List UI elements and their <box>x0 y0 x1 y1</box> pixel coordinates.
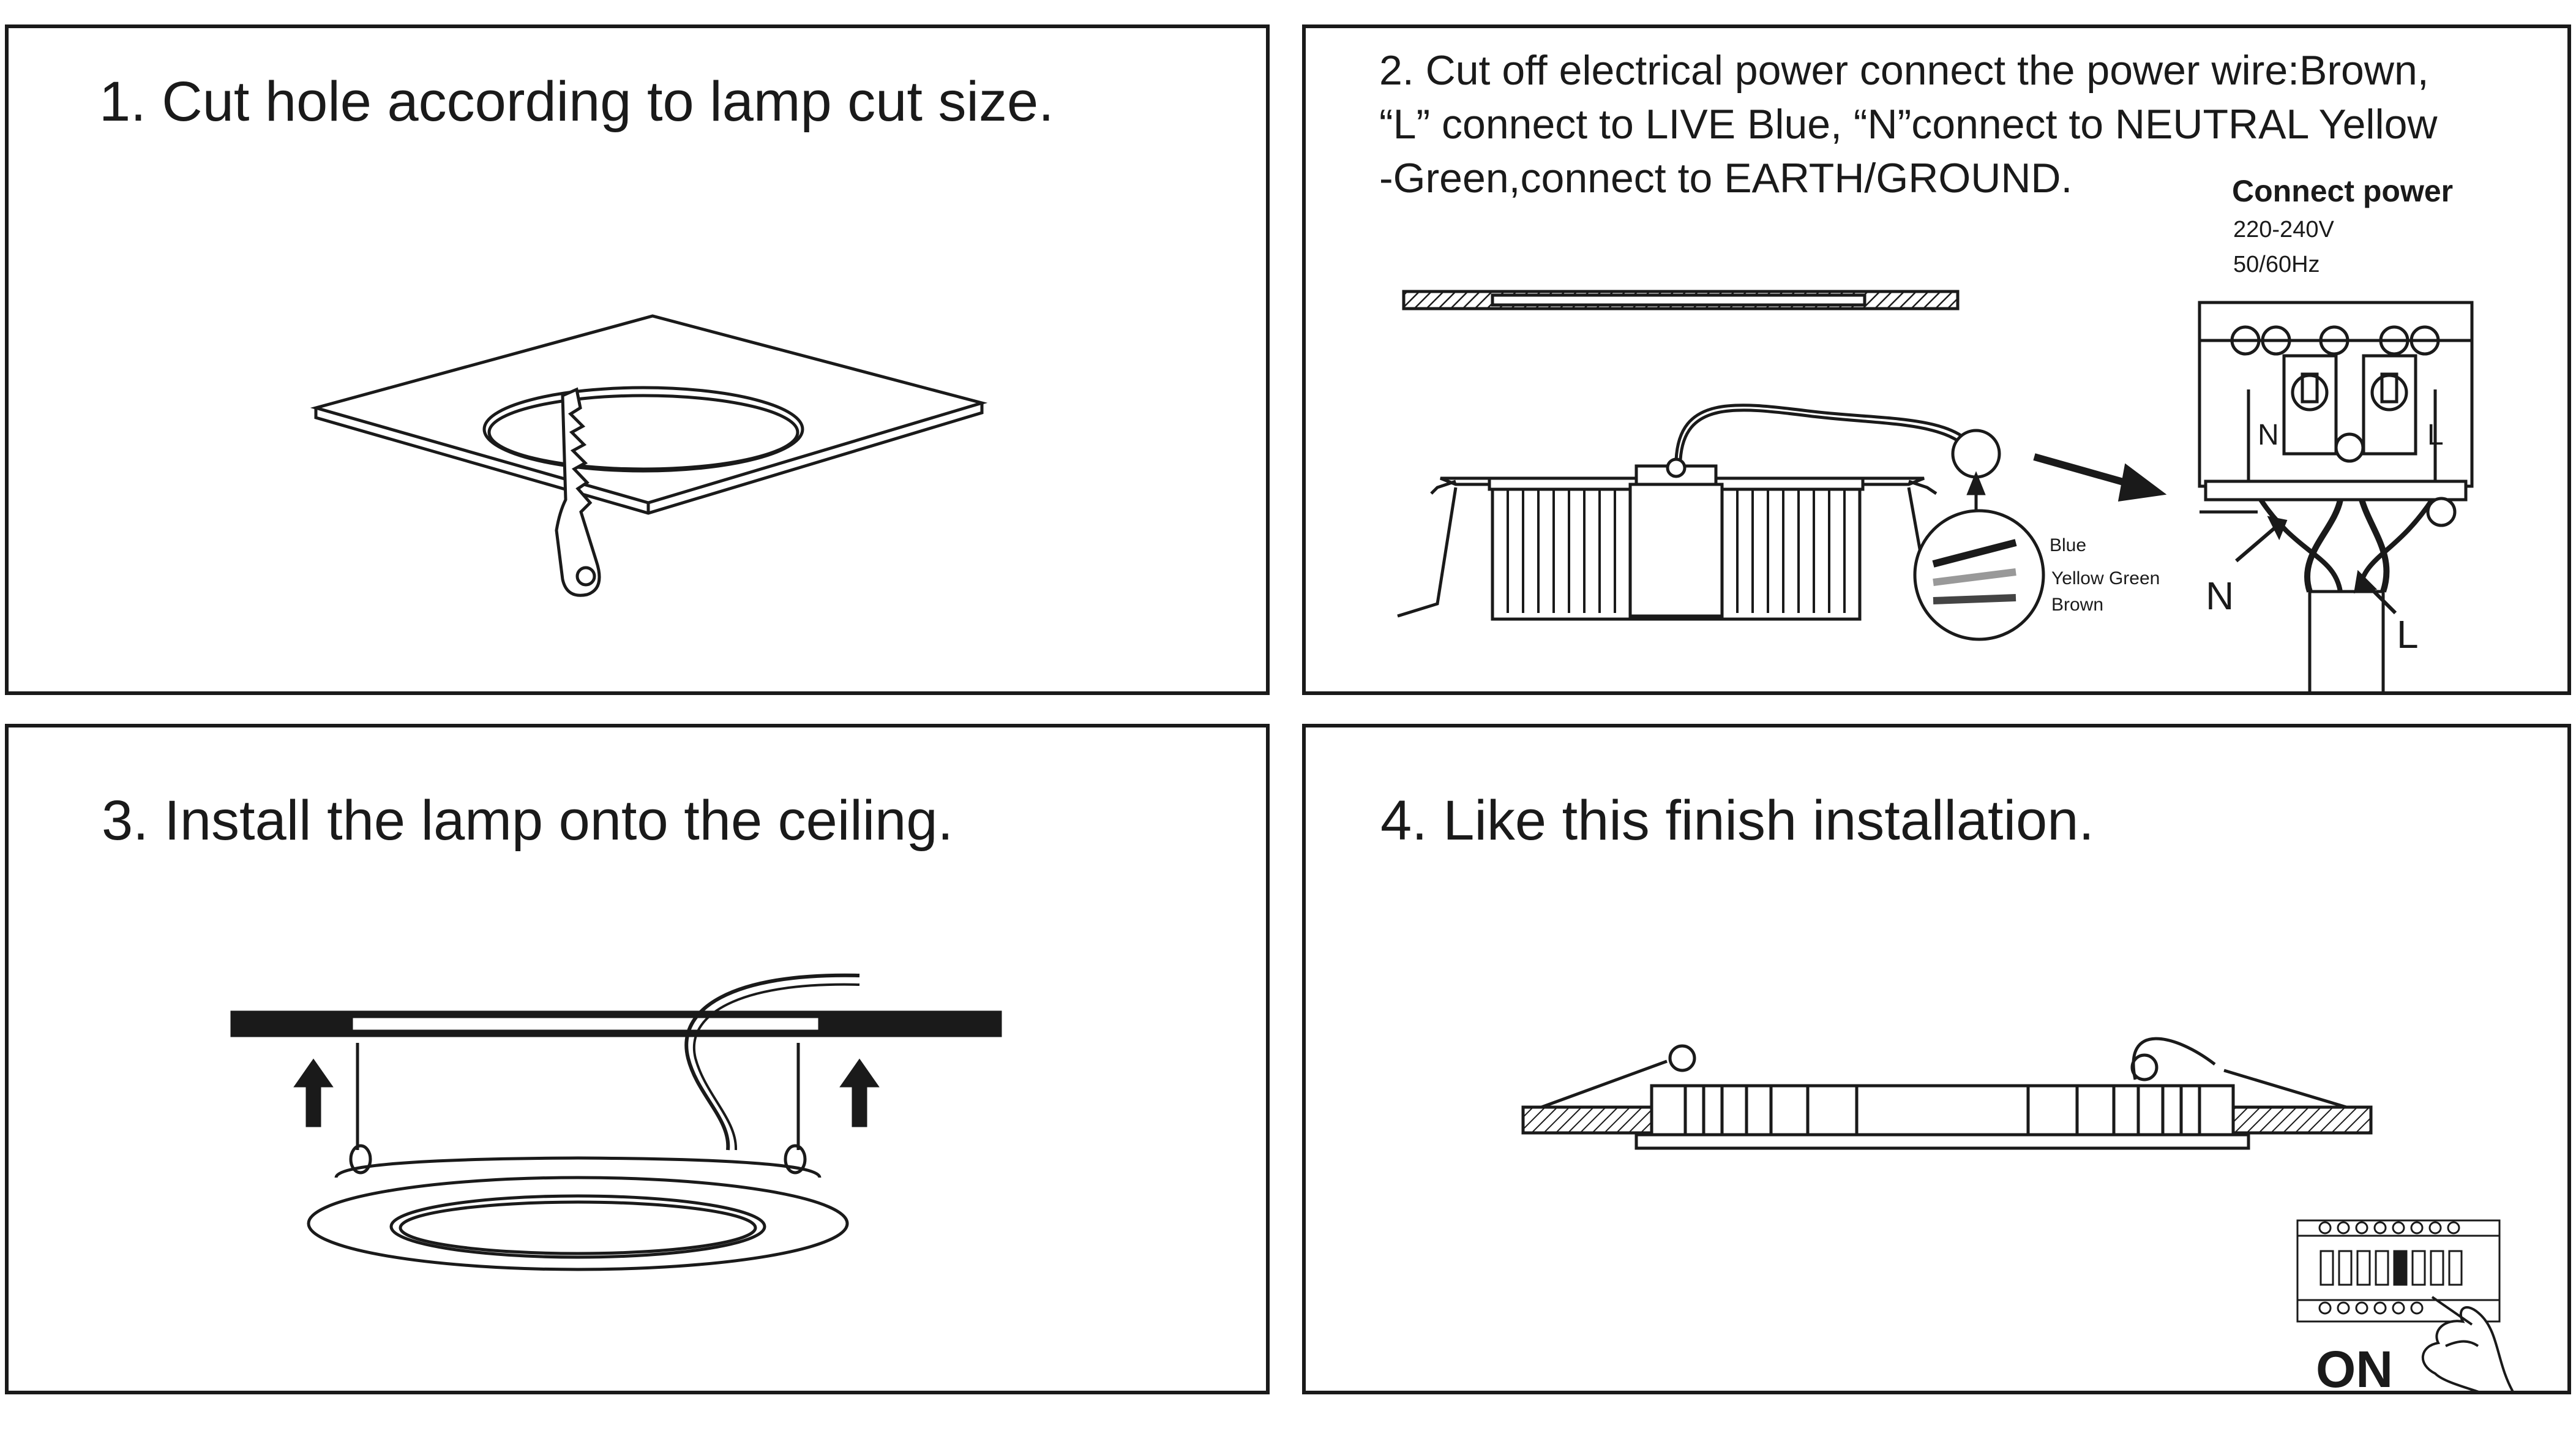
cable-sheath <box>2308 590 2385 691</box>
ceiling-panel <box>310 314 988 505</box>
arrow-up-icon <box>293 1058 334 1088</box>
power-cable <box>684 973 860 1151</box>
step-2-line: -Green,connect to EARTH/GROUND. <box>1379 155 2073 201</box>
step-2-line: 2. Cut off electrical power connect the … <box>1379 47 2429 94</box>
connector-icon <box>1951 429 2001 479</box>
live-pointer-label: L <box>2397 612 2419 656</box>
lamp-icon <box>307 1156 849 1271</box>
wiring-illustration: N L <box>1397 290 2474 691</box>
step-4-title: 4. Like this finish installation. <box>1380 789 2094 852</box>
wire-label-brown: Brown <box>2051 595 2104 615</box>
arrow-icon <box>2117 463 2167 502</box>
saw-blade-icon <box>555 387 601 597</box>
switch-on-label: ON <box>2316 1340 2393 1398</box>
terminal-block-icon <box>2198 301 2474 502</box>
wire-label-yellow-green: Yellow Green <box>2051 568 2160 588</box>
arrow-up-icon <box>839 1058 880 1088</box>
terminal-n-label: N <box>2258 419 2279 451</box>
power-cable <box>1674 404 1978 460</box>
power-cable <box>2132 1037 2216 1080</box>
step-3-panel: 3. Install the lamp onto the ceiling. <box>5 724 1270 1394</box>
voltage-label: 220-240V <box>2233 217 2334 242</box>
installed-lamp-icon <box>1541 1037 2347 1150</box>
finished-illustration <box>1521 1037 2514 1391</box>
breaker-panel-icon <box>2296 1219 2501 1323</box>
step-2-line: “L” connect to LIVE Blue, “N”connect to … <box>1379 101 2438 148</box>
frequency-label: 50/60Hz <box>2233 252 2320 277</box>
step-2-panel: 2. Cut off electrical power connect the … <box>1302 24 2571 695</box>
step-4-panel: 4. Like this finish installation. <box>1302 724 2571 1398</box>
terminal-l-label: L <box>2427 419 2444 451</box>
connect-power-title: Connect power <box>2232 174 2454 208</box>
step-3-title: 3. Install the lamp onto the ceiling. <box>102 789 954 852</box>
step-2-instructions: 2. Cut off electrical power connect the … <box>1379 43 2438 205</box>
cut-hole-illustration <box>310 314 988 597</box>
neutral-pointer-label: N <box>2206 574 2234 618</box>
hand-icon <box>2422 1296 2514 1391</box>
cut-hole <box>482 386 804 473</box>
step-1-title: 1. Cut hole according to lamp cut size. <box>99 70 1054 133</box>
wire-label-blue: Blue <box>2050 535 2087 555</box>
step-1-panel: 1. Cut hole according to lamp cut size. <box>5 24 1270 695</box>
downlight-icon <box>1397 457 1955 621</box>
install-illustration <box>230 973 1002 1271</box>
